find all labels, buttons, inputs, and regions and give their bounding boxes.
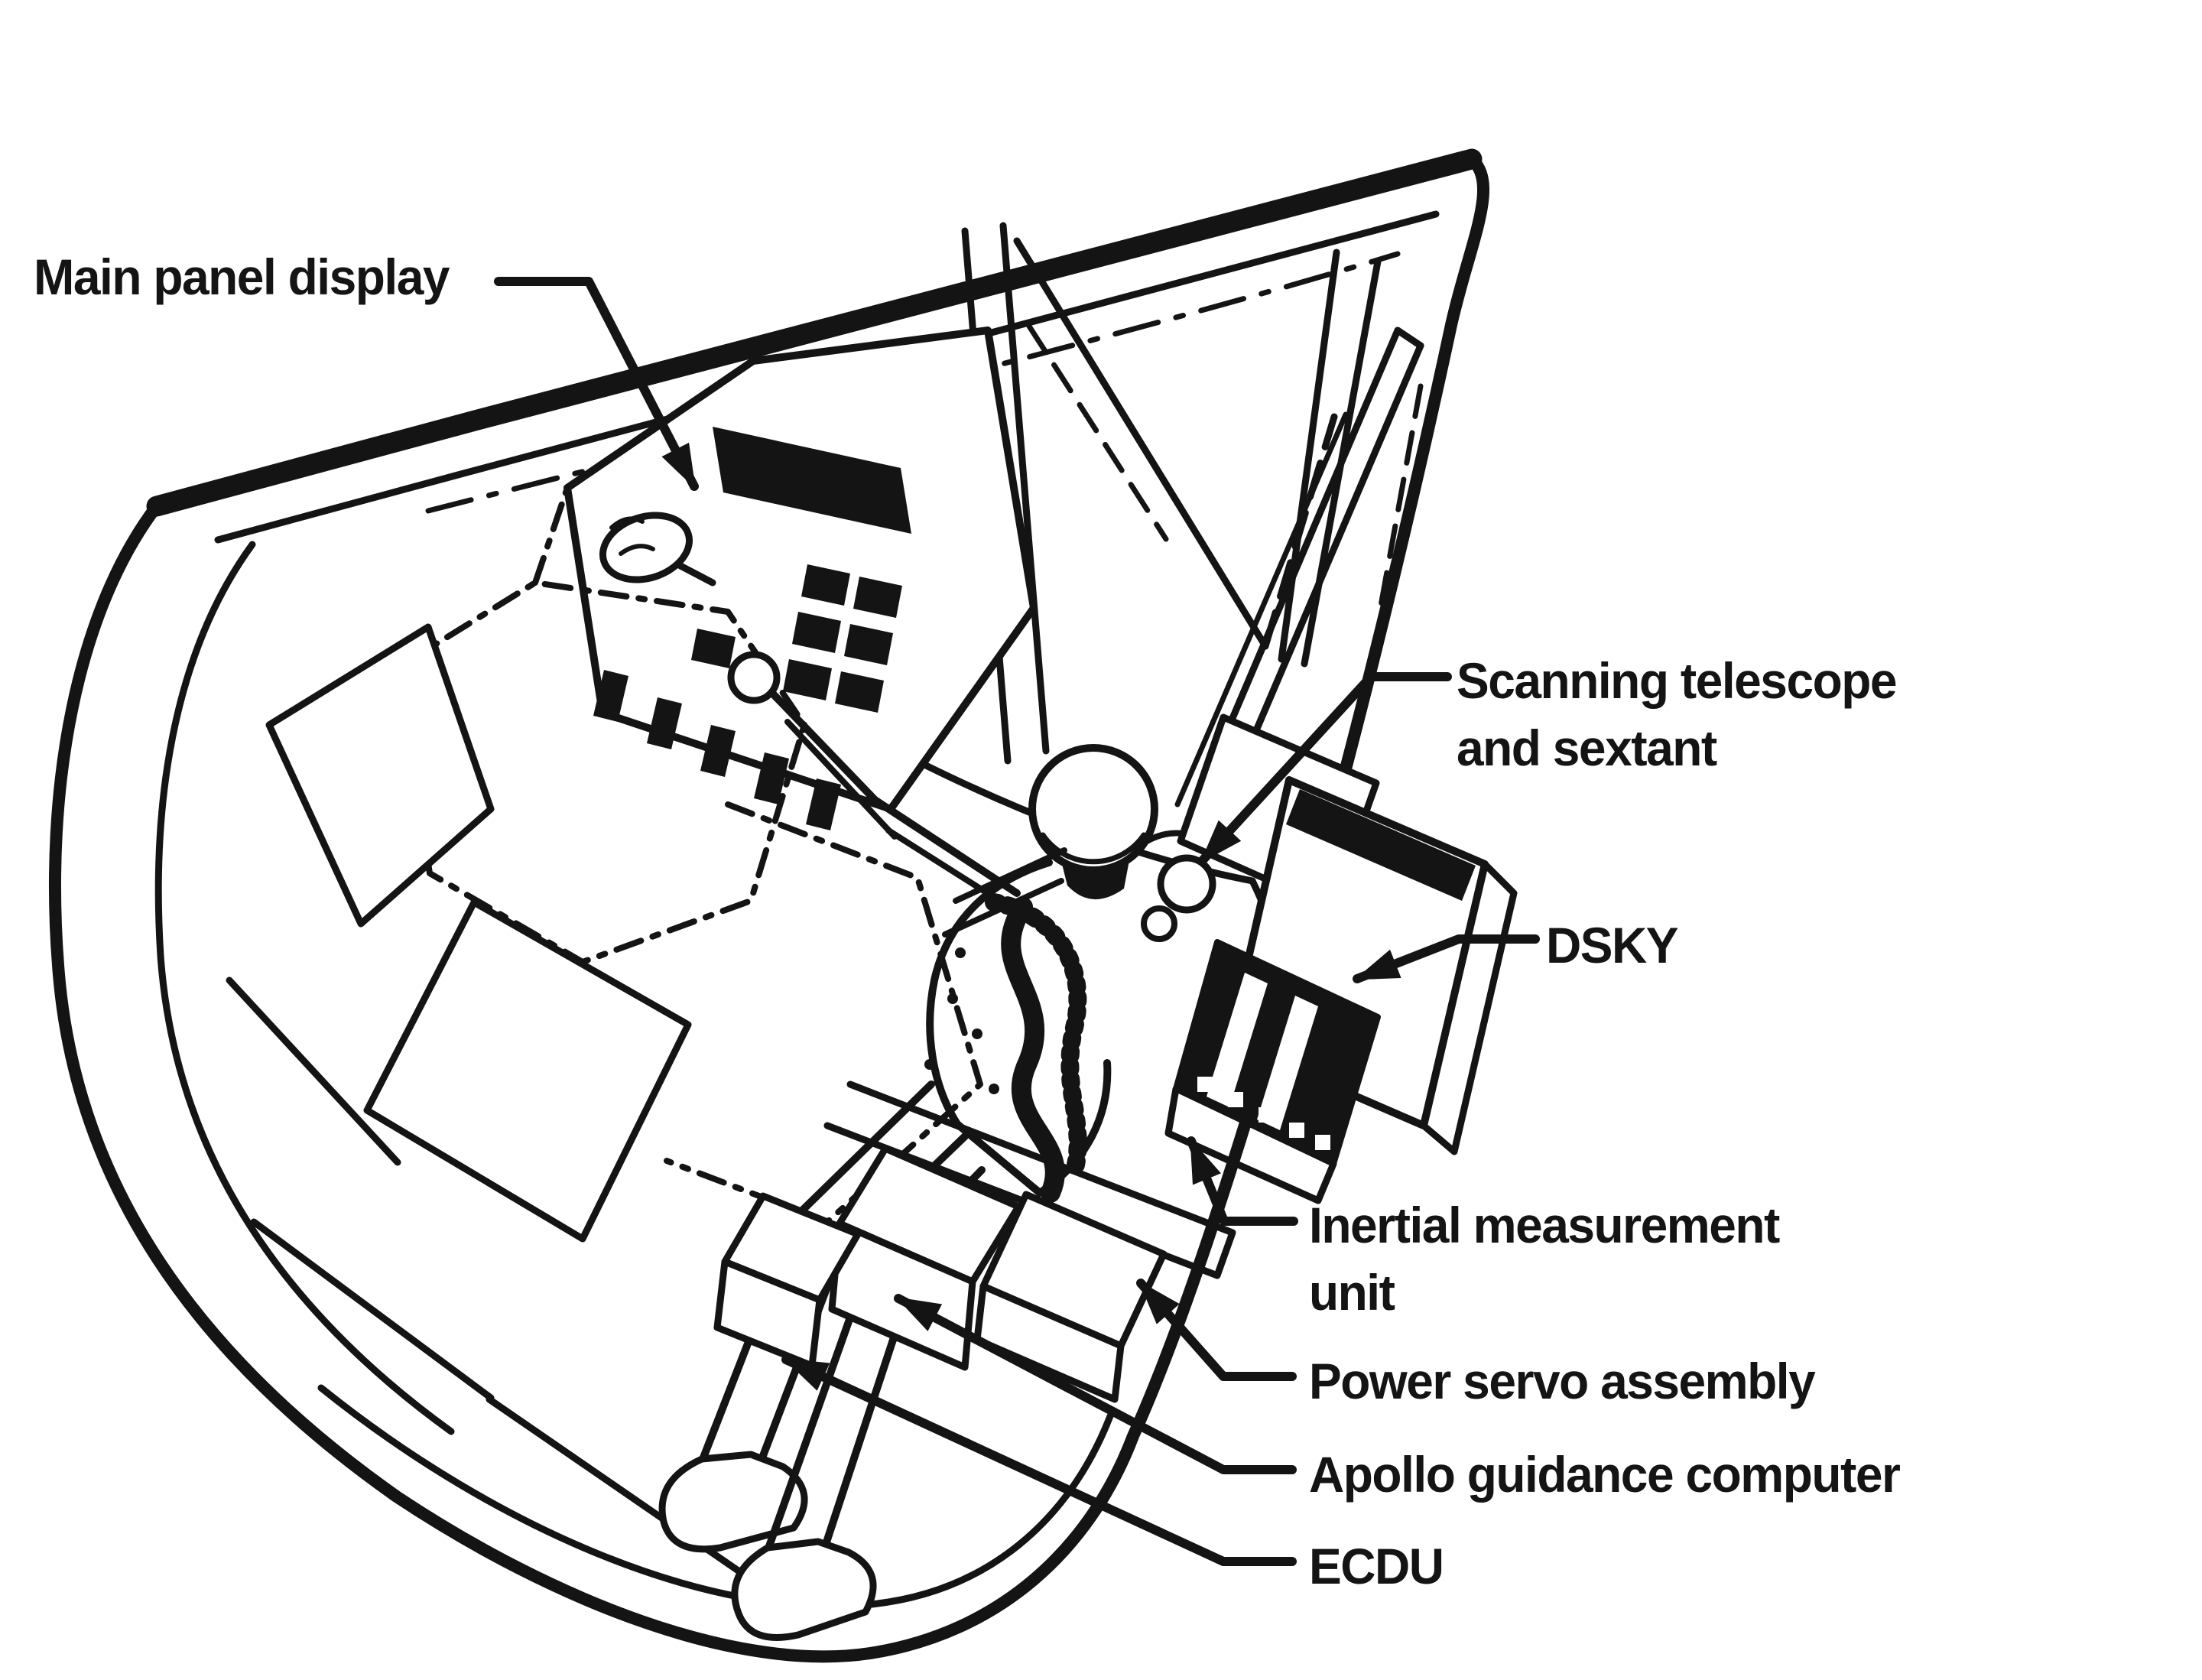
- couch-link: [532, 485, 570, 586]
- label-imu-line2: unit: [1309, 1264, 1395, 1321]
- suit-fur-collar: [985, 893, 1087, 1178]
- label-dsky: DSKY: [1546, 917, 1679, 973]
- label-apollo-guidance-computer: Apollo guidance computer: [1309, 1446, 1901, 1503]
- gn-console-side: [1420, 860, 1518, 1155]
- suit-rivets: [924, 947, 999, 1094]
- label-scanning-telescope-line1: Scanning telescope: [1457, 652, 1898, 709]
- leader-ecdu: [781, 1355, 1297, 1566]
- leader-scanning-telescope: [1197, 672, 1452, 866]
- arm-upper: [866, 793, 1021, 897]
- panel-display-bar: [713, 427, 911, 534]
- leader-dsky: [1353, 934, 1540, 983]
- leader-psa: [1136, 1279, 1297, 1381]
- gn-station: [1141, 327, 1518, 1204]
- optics-eyepiece: [1157, 854, 1216, 914]
- gn-console-dark-band: [1286, 789, 1476, 901]
- boot-1: [658, 1451, 808, 1553]
- callout-leaders: [494, 277, 1540, 1566]
- boot-2: [731, 1538, 877, 1641]
- sextant-tube: [1174, 411, 1349, 808]
- tunnel-column-line2: [999, 222, 1050, 755]
- arm-forearm: [762, 683, 883, 808]
- main-display-panel: [563, 327, 1038, 830]
- strut-2: [250, 1218, 495, 1402]
- arm-upper-inner: [885, 827, 1029, 921]
- seat-pan: [265, 623, 495, 928]
- couch-frame: [226, 485, 983, 1582]
- harness-strap: [953, 847, 1067, 904]
- hand-controller: [599, 512, 716, 587]
- oxygen-hose: [1001, 897, 1065, 1203]
- label-scanning-telescope-line2: and sextant: [1457, 720, 1717, 776]
- torso-outline: [926, 859, 1112, 1197]
- label-ecdu: ECDU: [1309, 1538, 1444, 1594]
- leader-agc: [894, 1294, 1297, 1474]
- label-power-servo-assembly: Power servo assembly: [1309, 1353, 1816, 1409]
- facet-line-right: [1013, 237, 1269, 650]
- panel-switch-grid: [691, 564, 902, 713]
- seat-shelf: [363, 898, 692, 1243]
- leader-imu: [1187, 1136, 1298, 1226]
- label-main-panel-display: Main panel display: [34, 249, 450, 305]
- label-imu-line1: Inertial measurement: [1309, 1197, 1780, 1253]
- visor: [1040, 832, 1147, 865]
- hull-top-edge-thick: [146, 148, 1483, 517]
- optics-eyepiece2: [1141, 905, 1177, 942]
- label-scanning-telescope: Scanning telescope and sextant: [1457, 647, 1898, 782]
- neck-ring: [1061, 856, 1130, 900]
- leader-main-panel-display: [494, 277, 699, 491]
- strut-1: [226, 976, 401, 1166]
- panel-lower-switches: [593, 670, 841, 830]
- glove: [727, 651, 781, 704]
- label-inertial-measurement-unit: Inertial measurement unit: [1309, 1191, 1780, 1326]
- telescope-tube-cap: [1394, 327, 1424, 349]
- shin-2: [765, 1296, 897, 1567]
- couch-dashed-frame: [396, 580, 807, 965]
- facet-dash: [1025, 322, 1169, 542]
- tunnel-wedge-line: [1278, 249, 1340, 663]
- hull-right-dash: [1378, 383, 1424, 609]
- dsky-base-flange: [1164, 1085, 1337, 1204]
- psa-box-front: [973, 1282, 1125, 1403]
- helmet: [1028, 744, 1158, 874]
- arm-forearm-inner: [784, 719, 898, 840]
- lower-equipment-bay: [713, 1080, 1236, 1403]
- dsky-key-stripes: [1197, 973, 1330, 1150]
- hull-left-inner-line: [154, 541, 455, 1435]
